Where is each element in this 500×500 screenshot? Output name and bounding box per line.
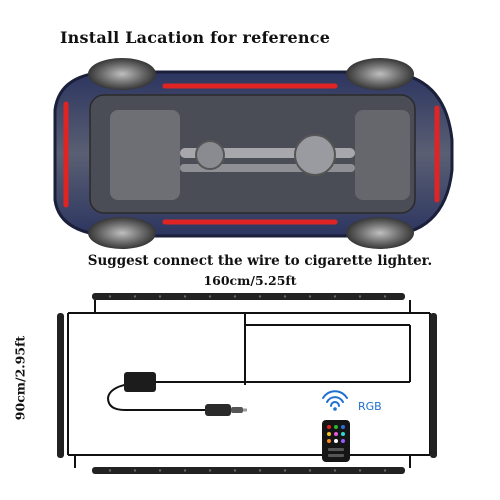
vertical-length-label: 90cm/2.95ft <box>12 335 28 421</box>
led-strip-right <box>430 313 437 458</box>
tire-rear-left <box>346 58 414 90</box>
muffler <box>294 134 336 176</box>
wiring-diagram <box>67 300 431 468</box>
catalytic-converter <box>195 140 225 170</box>
control-box-icon <box>124 372 156 392</box>
led-dots <box>108 295 387 472</box>
suggestion-note: Suggest connect the wire to cigarette li… <box>87 253 433 269</box>
page-title: Install Lacation for reference <box>60 28 331 47</box>
tire-front-right <box>88 217 156 249</box>
led-strip-bottom <box>92 467 405 474</box>
remote-control-icon <box>322 420 350 462</box>
tire-rear-right <box>346 217 414 249</box>
led-strip-left <box>57 313 64 458</box>
wireless-signal-icon <box>322 390 348 407</box>
cigarette-lighter-plug-icon <box>205 404 247 416</box>
controller-cable <box>106 381 205 411</box>
horizontal-length-label: 160cm/5.25ft <box>203 273 297 288</box>
led-strip-top <box>92 293 405 300</box>
engine-block <box>110 110 180 200</box>
tire-front-left <box>88 58 156 90</box>
rear-axle <box>355 110 410 200</box>
rgb-label: RGB <box>358 400 382 413</box>
